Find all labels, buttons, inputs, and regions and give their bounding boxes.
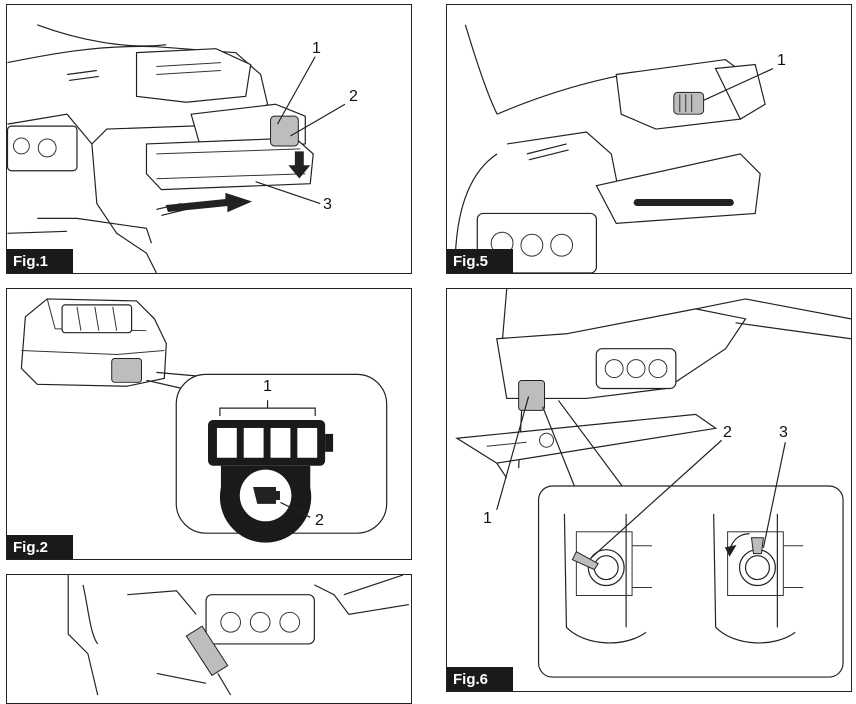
fig5-label: Fig.5 <box>447 249 513 273</box>
fig6-label: Fig.6 <box>447 667 513 691</box>
figure-3-illustration <box>67 575 409 696</box>
fig5-callout-1: 1 <box>777 52 786 69</box>
figure-1-illustration <box>7 24 346 273</box>
fig2-callout-1: 1 <box>263 378 272 395</box>
fig6-callout-2: 2 <box>723 424 732 441</box>
fig1-callout-2: 2 <box>349 88 358 105</box>
figure-2-panel: 1 2 Fig.2 <box>6 288 412 560</box>
fig1-label: Fig.1 <box>7 249 73 273</box>
fig6-callout-1: 1 <box>483 510 492 527</box>
fig2-label: Fig.2 <box>7 535 73 559</box>
fig2-callout-2: 2 <box>315 512 324 529</box>
figure-5-illustration <box>454 24 774 273</box>
figure-1-panel: 1 2 3 Fig.1 <box>6 4 412 274</box>
fig6-callout-3: 3 <box>779 424 788 441</box>
fig1-callout-1: 1 <box>312 40 321 57</box>
figure-2-illustration <box>20 298 388 543</box>
figure-3-panel <box>6 574 412 704</box>
figure-5-panel: 1 Fig.5 <box>446 4 852 274</box>
figure-6-illustration <box>455 289 851 678</box>
fig1-callout-3: 3 <box>323 196 332 213</box>
figure-6-panel: 1 2 3 Fig.6 <box>446 288 852 692</box>
